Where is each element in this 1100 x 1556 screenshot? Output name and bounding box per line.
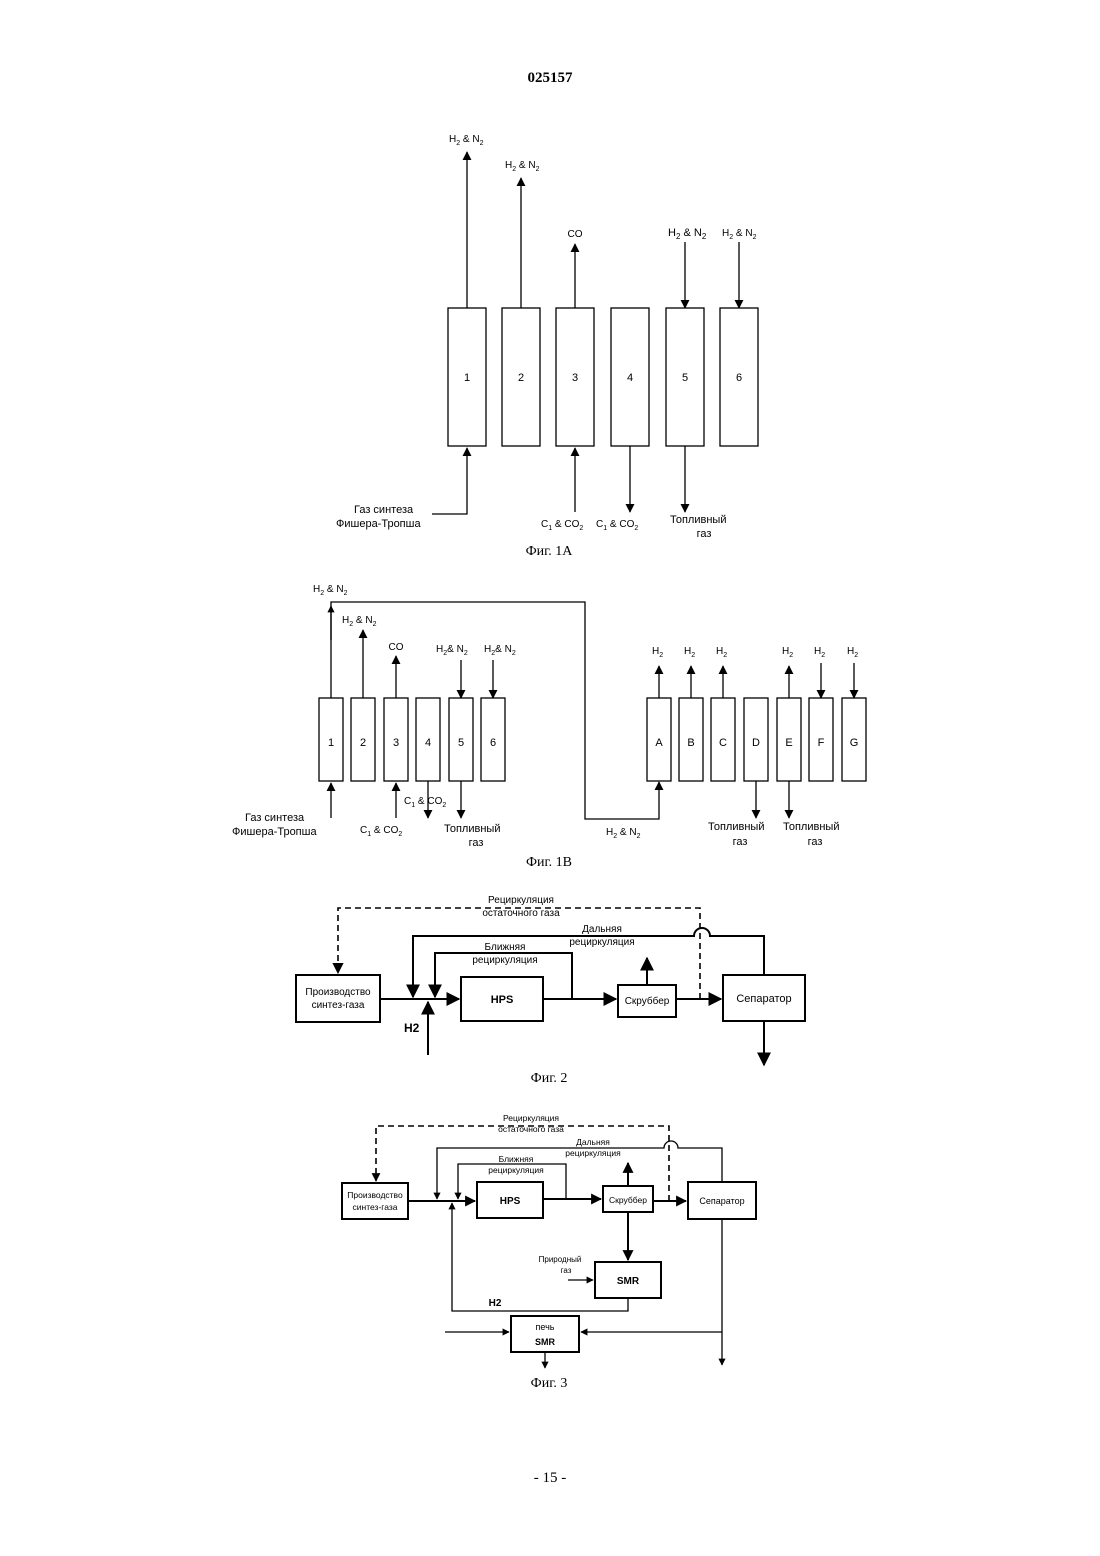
tailgas-recycle-label-line1: Рециркуляция xyxy=(503,1113,559,1123)
hps-label: HPS xyxy=(491,994,514,1006)
column-label: 5 xyxy=(682,372,688,384)
ft-gas-label-line1: Газ синтеза xyxy=(354,504,414,516)
separator-label: Сепаратор xyxy=(736,993,791,1005)
column-label: C xyxy=(719,737,727,749)
figure-caption: Фиг. 3 xyxy=(531,1376,568,1391)
hps-label: HPS xyxy=(500,1196,521,1207)
figure-caption: Фиг. 2 xyxy=(531,1071,568,1086)
co-label: CO xyxy=(568,229,583,240)
ft-gas-label-line1: Газ синтеза xyxy=(245,812,305,824)
long-recycle-label-line1: Дальняя xyxy=(582,924,622,935)
tailgas-recycle-label-line2: остаточного газа xyxy=(482,908,560,919)
long-recycle-label-line1: Дальняя xyxy=(576,1137,610,1147)
c1-co2-label: C1 & CO2 xyxy=(404,796,446,809)
h2-label: H2 xyxy=(652,646,663,659)
c1-co2-label: C1 & CO2 xyxy=(360,825,402,838)
column-label: 3 xyxy=(572,372,578,384)
column-label: F xyxy=(818,737,825,749)
ft-gas-feed-arrow xyxy=(432,448,467,514)
h2-n2-label: H2 & N2 xyxy=(505,160,540,173)
short-recycle-label-line2: рециркуляция xyxy=(472,955,537,966)
column-label: 1 xyxy=(464,372,470,384)
h2-n2-label: H2& N2 xyxy=(484,644,516,657)
column-label: 2 xyxy=(518,372,524,384)
column-label: 2 xyxy=(360,737,366,749)
column-label: 4 xyxy=(627,372,633,384)
long-recycle-label-line2: рециркуляция xyxy=(565,1148,621,1158)
smr-furnace-label-line1: печь xyxy=(536,1322,555,1332)
syngas-production-label-line1: Производство xyxy=(305,987,371,998)
fuel-gas-label-line1: Топливный xyxy=(783,821,839,833)
tailgas-recycle-label-line2: остаточного газа xyxy=(498,1124,564,1134)
column-label: E xyxy=(785,737,792,749)
fuel-gas-label-line1: Топливный xyxy=(670,514,726,526)
column-label: B xyxy=(687,737,694,749)
short-recycle-label-line1: Ближняя xyxy=(485,942,526,953)
short-recycle-label-line2: рециркуляция xyxy=(488,1165,544,1175)
h2-label: H2 xyxy=(847,646,858,659)
natural-gas-label-line2: газ xyxy=(561,1266,572,1275)
fuel-gas-label-line2: газ xyxy=(808,836,823,848)
c1-co2-label: C1 & CO2 xyxy=(596,519,638,532)
h2-n2-label: H2& N2 xyxy=(436,644,468,657)
syngas-production-box xyxy=(296,975,380,1022)
column-label: 6 xyxy=(736,372,742,384)
h2-label: H2 xyxy=(782,646,793,659)
column-label: 6 xyxy=(490,737,496,749)
figure-3: Производство синтез-газа HPS Скруббер Се… xyxy=(342,1113,756,1391)
tailgas-recycle-label-line1: Рециркуляция xyxy=(488,895,554,906)
h2-label: H2 xyxy=(489,1298,502,1309)
fuel-gas-label-line2: газ xyxy=(469,837,484,849)
column-label: 4 xyxy=(425,737,431,749)
syngas-production-label-line2: синтез-газа xyxy=(353,1202,398,1212)
figure-2: Производство синтез-газа HPS Скруббер Се… xyxy=(296,895,805,1086)
h2-n2-label: H2 & N2 xyxy=(722,228,757,241)
syngas-production-label-line2: синтез-газа xyxy=(312,1000,365,1011)
column-label: A xyxy=(655,737,663,749)
ft-gas-label-line2: Фишера-Тропша xyxy=(232,826,317,838)
figure-1a: 1 2 3 4 5 6 H2 & N2 H2 & N2 CO H2 & N2 H… xyxy=(336,134,758,559)
scrubber-label: Скруббер xyxy=(609,1195,647,1205)
fuel-gas-label-line2: газ xyxy=(697,528,712,540)
fuel-gas-label-line1: Топливный xyxy=(708,821,764,833)
fuel-gas-label-line2: газ xyxy=(733,836,748,848)
document-number: 025157 xyxy=(528,70,574,86)
h2-label: H2 xyxy=(814,646,825,659)
smr-furnace-label-line2: SMR xyxy=(535,1337,556,1347)
h2-label: H2 xyxy=(404,1021,420,1035)
h2-n2-label: H2 & N2 xyxy=(449,134,484,147)
ft-gas-label-line2: Фишера-Тропша xyxy=(336,518,421,530)
h2-label: H2 xyxy=(716,646,727,659)
page-number: - 15 - xyxy=(534,1470,567,1486)
figure-caption: Фиг. 1А xyxy=(526,544,574,559)
syngas-production-box xyxy=(342,1183,408,1219)
h2-label: H2 xyxy=(684,646,695,659)
short-recycle-label-line1: Ближняя xyxy=(499,1154,534,1164)
column-label: G xyxy=(850,737,859,749)
h2-n2-label: H2 & N2 xyxy=(342,615,377,628)
c1-co2-label: C1 & CO2 xyxy=(541,519,583,532)
separator-label: Сепаратор xyxy=(699,1196,744,1206)
natural-gas-label-line1: Природный xyxy=(539,1255,582,1264)
figure-caption: Фиг. 1В xyxy=(526,855,572,870)
h2-n2-label: H2 & N2 xyxy=(606,827,641,840)
co-label: CO xyxy=(389,642,404,653)
column-label: D xyxy=(752,737,760,749)
syngas-production-label-line1: Производство xyxy=(347,1190,403,1200)
fuel-gas-label-line1: Топливный xyxy=(444,823,500,835)
h2-n2-label: H2 & N2 xyxy=(668,227,707,241)
h2-n2-label: H2 & N2 xyxy=(313,584,348,597)
column-label: 5 xyxy=(458,737,464,749)
long-recycle-label-line2: рециркуляция xyxy=(569,937,634,948)
column-label: 1 xyxy=(328,737,334,749)
column-label: 3 xyxy=(393,737,399,749)
scrubber-label: Скруббер xyxy=(625,995,670,1007)
smr-label: SMR xyxy=(617,1276,640,1287)
figure-1b: 1 2 3 4 5 6 A B C D E F G H2 & N2 H2 & N… xyxy=(232,584,866,870)
